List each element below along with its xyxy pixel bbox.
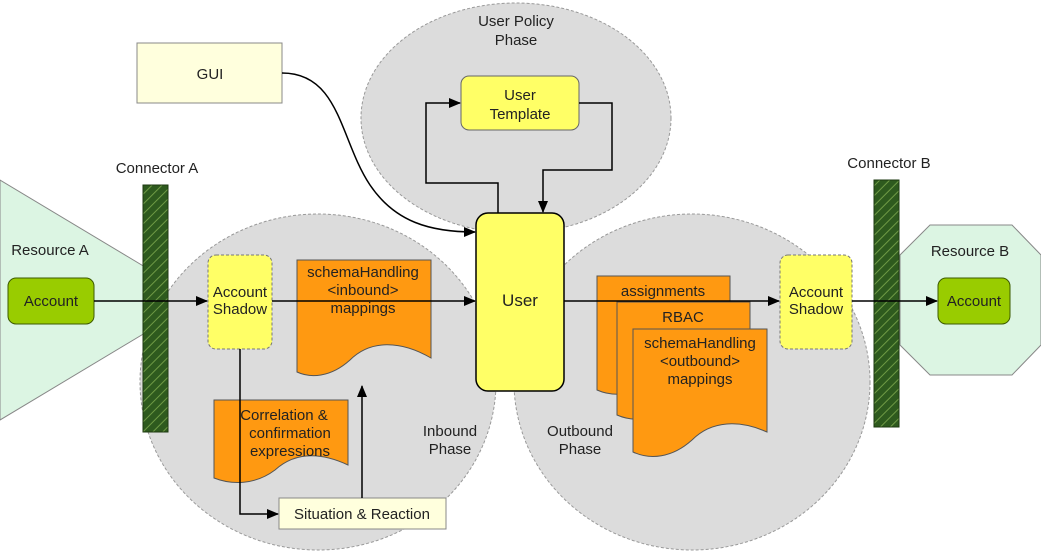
outbound-phase-label-1: Outbound (547, 423, 613, 440)
user-box (475, 212, 565, 392)
connector-a-label: Connector A (116, 160, 199, 177)
user-label: User (502, 291, 538, 310)
account-shadow-a-label-1: Account (213, 284, 268, 301)
user-template-label-1: User (504, 87, 536, 104)
situation-label: Situation & Reaction (294, 506, 430, 523)
outbound-phase-label-2: Phase (559, 441, 602, 458)
schema-outbound-label-1: schemaHandling (644, 335, 756, 352)
schema-inbound-label-1: schemaHandling (307, 264, 419, 281)
connector-b (873, 179, 900, 428)
correlation-label-2: confirmation (249, 425, 331, 442)
account-b-label: Account (947, 293, 1002, 310)
arrow-template-to-user (538, 102, 613, 213)
account-shadow-a (207, 254, 273, 350)
connector-a (142, 184, 169, 433)
account-b (937, 277, 1011, 325)
gui-label: GUI (197, 66, 224, 83)
schema-inbound-doc (296, 259, 432, 377)
inbound-phase-label-1: Inbound (423, 423, 477, 440)
user-policy-phase-label-1: User Policy (478, 13, 554, 30)
account-shadow-a-label-2: Shadow (213, 301, 267, 318)
account-shadow-b (779, 254, 853, 350)
gui-box (136, 42, 283, 104)
arrow-shadow-to-situation (239, 349, 279, 519)
schema-outbound-label-3: mappings (667, 371, 732, 388)
resource-a-label: Resource A (11, 242, 89, 259)
correlation-label-1: Correlation & (240, 407, 328, 424)
user-policy-phase-label-2: Phase (495, 32, 538, 49)
account-shadow-b-label-1: Account (789, 284, 844, 301)
rbac-label: RBAC (662, 309, 704, 326)
resource-b-label: Resource B (931, 243, 1009, 260)
schema-inbound-label-2: <inbound> (328, 282, 399, 299)
arrow-user-to-template (425, 98, 499, 213)
arrow-gui-to-user (281, 72, 476, 237)
correlation-doc (213, 399, 349, 483)
schema-outbound-label-2: <outbound> (660, 353, 740, 370)
assignments-label: assignments (621, 283, 705, 300)
situation-box (278, 497, 447, 530)
user-template-label-2: Template (490, 106, 551, 123)
account-a-label: Account (24, 293, 79, 310)
schema-inbound-label-3: mappings (330, 300, 395, 317)
connector-b-label: Connector B (847, 155, 930, 172)
schema-outbound-doc (632, 328, 768, 457)
account-shadow-b-label-2: Shadow (789, 301, 843, 318)
inbound-phase-label-2: Phase (429, 441, 472, 458)
correlation-label-3: expressions (250, 443, 330, 460)
